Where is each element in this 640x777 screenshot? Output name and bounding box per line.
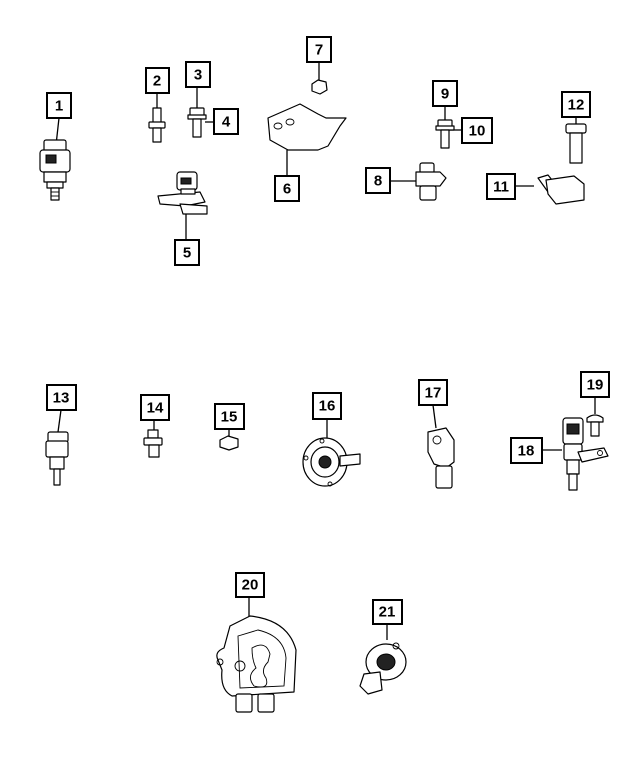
callout-7[interactable]: 7 <box>306 36 332 63</box>
part-17-knock-sensor <box>427 404 455 489</box>
callout-1-label: 1 <box>55 98 63 115</box>
callout-1[interactable]: 1 <box>46 92 72 119</box>
callout-9[interactable]: 9 <box>432 80 458 107</box>
part-13-temperature-sensor <box>45 409 69 486</box>
callout-4[interactable]: 4 <box>213 108 239 135</box>
callout-7-label: 7 <box>315 42 323 59</box>
callout-19[interactable]: 19 <box>580 371 610 398</box>
callout-11-label: 11 <box>493 179 509 196</box>
callout-5-label: 5 <box>183 245 191 262</box>
part-6-bracket <box>267 103 347 176</box>
callout-9-label: 9 <box>441 86 449 103</box>
callout-5[interactable]: 5 <box>174 239 200 266</box>
callout-16[interactable]: 16 <box>312 392 342 420</box>
part-2-stud <box>148 93 166 143</box>
callout-14[interactable]: 14 <box>140 394 170 421</box>
part-21-pressure-sensor <box>359 624 407 695</box>
part-18-sensor <box>542 417 609 491</box>
callout-21-label: 21 <box>379 604 396 621</box>
callout-13-label: 13 <box>53 390 70 407</box>
part-7-nut <box>311 62 328 95</box>
part-5-position-sensor <box>157 171 208 240</box>
callout-8[interactable]: 8 <box>365 167 391 194</box>
callout-3[interactable]: 3 <box>185 61 211 88</box>
part-12-bolt <box>565 117 587 164</box>
callout-16-label: 16 <box>319 398 336 415</box>
callout-10[interactable]: 10 <box>461 117 493 144</box>
callout-12[interactable]: 12 <box>561 91 591 118</box>
callout-20[interactable]: 20 <box>235 572 265 598</box>
part-15-nut <box>219 429 239 451</box>
part-19-screw <box>586 397 604 437</box>
callout-17-label: 17 <box>425 385 442 402</box>
callout-10-label: 10 <box>469 123 486 140</box>
part-16-round-sensor <box>302 419 361 487</box>
callout-19-label: 19 <box>587 377 604 394</box>
callout-8-label: 8 <box>374 173 382 190</box>
callout-17[interactable]: 17 <box>418 379 448 406</box>
callout-18-label: 18 <box>518 443 535 460</box>
callout-14-label: 14 <box>147 400 164 417</box>
callout-12-label: 12 <box>568 97 585 114</box>
callout-11[interactable]: 11 <box>486 173 516 200</box>
callout-13[interactable]: 13 <box>46 384 77 411</box>
callout-2-label: 2 <box>153 73 161 90</box>
part-14-sensor <box>143 420 163 458</box>
part-3-bolt <box>187 87 214 138</box>
callout-2[interactable]: 2 <box>145 67 170 94</box>
part-20-actuator-module <box>216 597 297 713</box>
callout-6-label: 6 <box>283 181 291 198</box>
callout-18[interactable]: 18 <box>510 437 543 464</box>
part-9-bolt <box>435 106 462 149</box>
callout-4-label: 4 <box>222 114 231 131</box>
callout-15-label: 15 <box>221 409 238 426</box>
callout-15[interactable]: 15 <box>214 403 245 430</box>
callout-3-label: 3 <box>194 67 202 84</box>
callout-20-label: 20 <box>242 577 259 594</box>
part-8-sensor <box>390 162 447 201</box>
callout-6[interactable]: 6 <box>274 175 300 202</box>
callout-21[interactable]: 21 <box>372 599 403 625</box>
part-1-pressure-sensor <box>39 117 71 201</box>
part-11-sensor <box>515 174 585 205</box>
